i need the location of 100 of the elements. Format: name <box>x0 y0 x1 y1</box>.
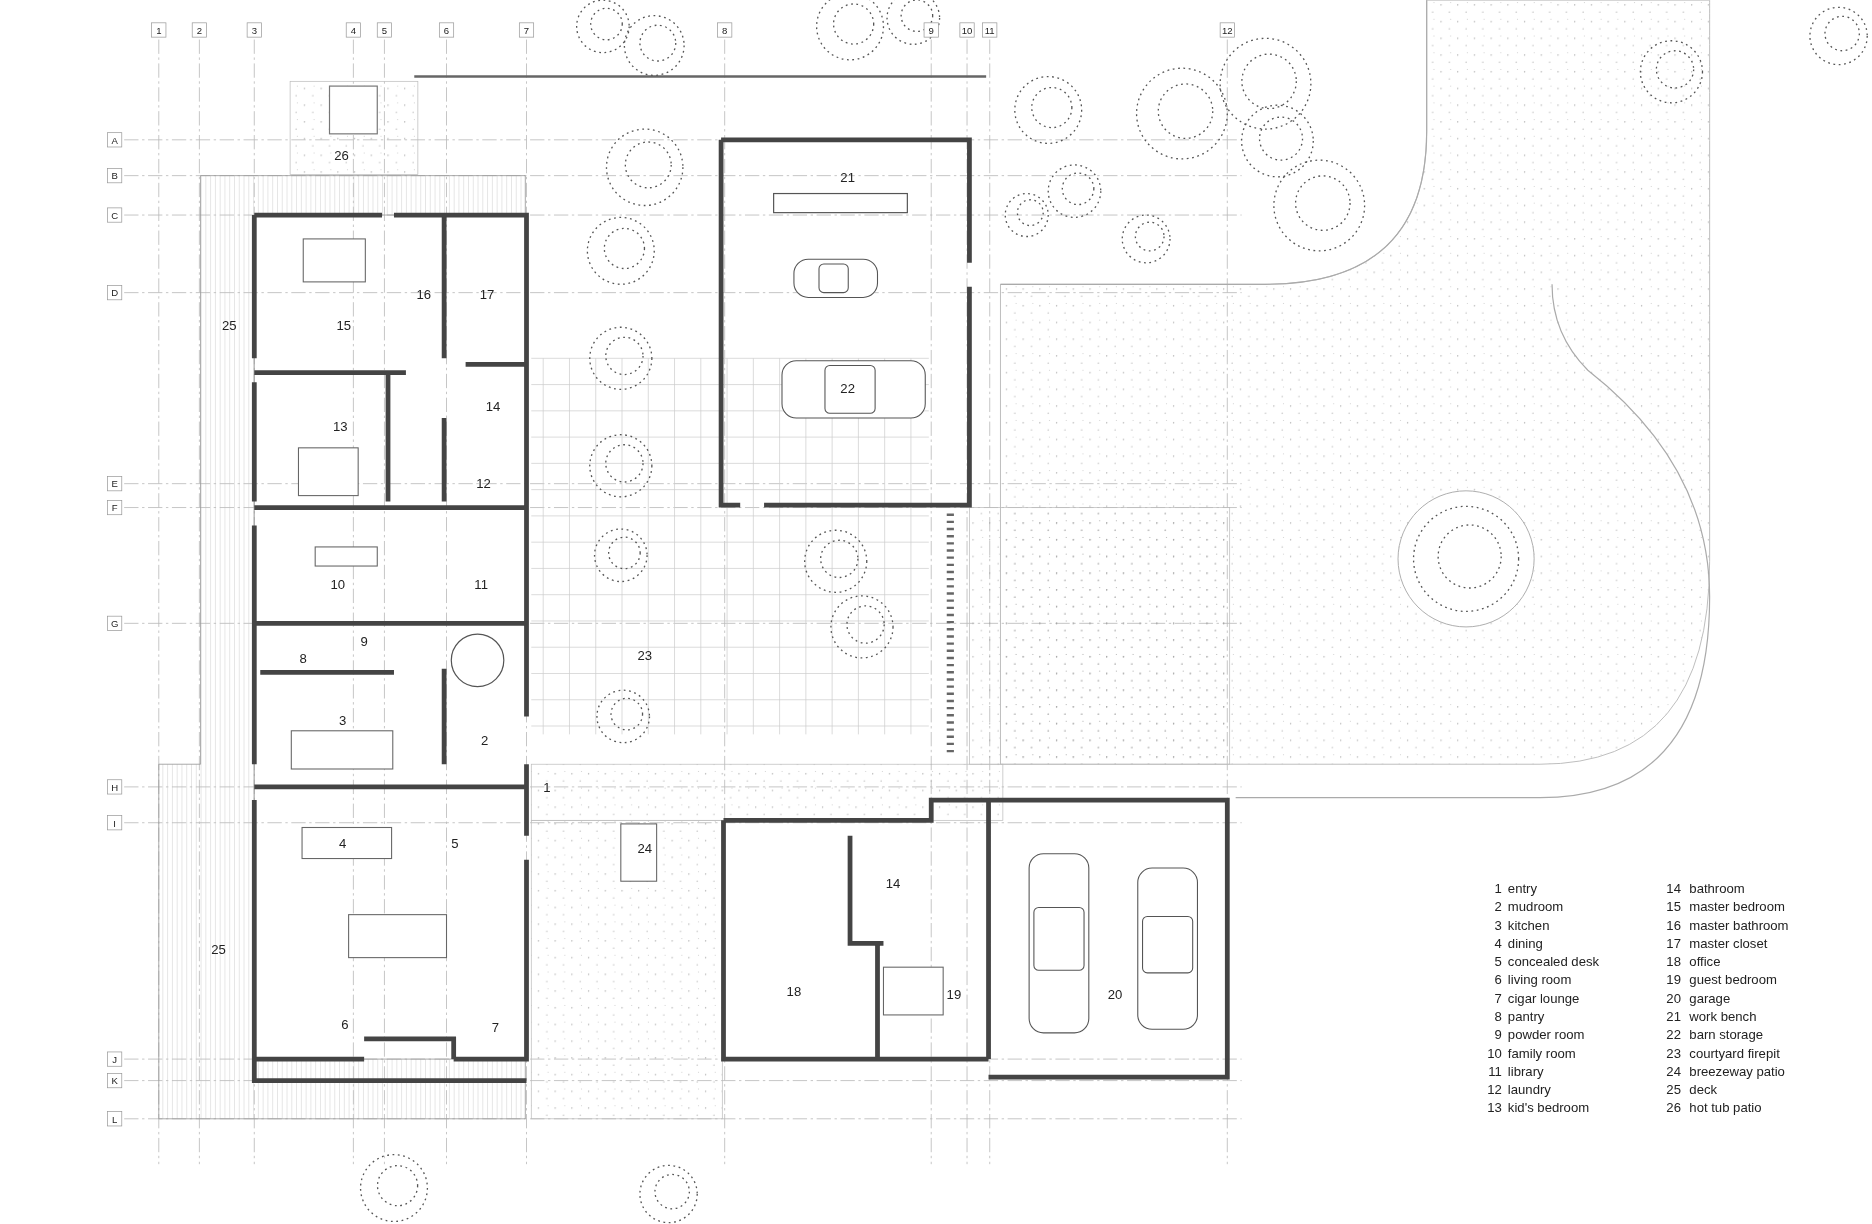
key-label: garage <box>1689 990 1731 1006</box>
key-label: master bathroom <box>1689 917 1789 933</box>
key-label: powder room <box>1507 1027 1585 1043</box>
room-number: 9 <box>360 634 368 650</box>
key-number: 13 <box>1487 1100 1502 1116</box>
key-number: 20 <box>1666 990 1681 1006</box>
key-number: 6 <box>1494 972 1502 988</box>
key-label: cigar lounge <box>1507 990 1580 1006</box>
key-number: 24 <box>1666 1063 1681 1079</box>
grid-label: E <box>107 476 123 492</box>
key-number: 26 <box>1666 1100 1681 1116</box>
key-label: entry <box>1507 881 1538 897</box>
grid-label: C <box>107 207 123 223</box>
key-number: 9 <box>1494 1027 1502 1043</box>
key-label: master bedroom <box>1689 899 1785 915</box>
key-number: 11 <box>1488 1063 1502 1079</box>
key-label: dining <box>1507 935 1543 951</box>
grid-label: 3 <box>246 22 262 38</box>
room-number: 26 <box>334 148 349 164</box>
key-number: 3 <box>1494 917 1502 933</box>
key-number: 16 <box>1666 917 1681 933</box>
grid-label: K <box>107 1073 123 1089</box>
key-label: courtyard firepit <box>1689 1045 1780 1061</box>
key-number: 4 <box>1494 935 1502 951</box>
room-number: 17 <box>479 286 495 302</box>
key-label: master closet <box>1689 935 1768 951</box>
key-label: laundry <box>1507 1082 1551 1098</box>
room-number: 22 <box>840 380 855 396</box>
key-label: mudroom <box>1507 899 1564 915</box>
key-label: living room <box>1507 972 1572 988</box>
room-number: 10 <box>330 576 346 592</box>
key-number: 19 <box>1666 972 1681 988</box>
room-number: 6 <box>341 1017 349 1033</box>
room-number: 24 <box>637 840 652 856</box>
key-label: barn storage <box>1689 1027 1764 1043</box>
key-label: guest bedroom <box>1689 972 1777 988</box>
room-number: 12 <box>476 476 491 492</box>
key-number: 14 <box>1666 881 1681 897</box>
grid-label: L <box>107 1111 123 1127</box>
grid-label: A <box>107 132 123 148</box>
key-label: library <box>1507 1063 1544 1079</box>
key-label: work bench <box>1689 1009 1757 1024</box>
key-label: kitchen <box>1507 917 1550 933</box>
grid-label: F <box>107 500 123 516</box>
key-label: kid's bedroom <box>1507 1100 1590 1116</box>
grid-label: 8 <box>717 22 733 38</box>
grid-label: J <box>107 1051 123 1067</box>
key-label: pantry <box>1507 1009 1545 1024</box>
key-number: 17 <box>1666 935 1681 951</box>
room-number: 4 <box>339 835 347 851</box>
key-number: 21 <box>1666 1009 1681 1024</box>
room-number: 15 <box>336 317 352 333</box>
grid-label: 1 <box>151 22 167 38</box>
room-number: 14 <box>485 398 501 414</box>
room-number: 3 <box>339 712 347 728</box>
grid-label: I <box>107 815 123 831</box>
room-number: 8 <box>299 650 307 666</box>
key-label: deck <box>1689 1082 1718 1098</box>
grid-label: 6 <box>439 22 455 38</box>
key-number: 22 <box>1666 1027 1681 1043</box>
key-number: 18 <box>1666 954 1681 970</box>
key-number: 25 <box>1666 1082 1681 1098</box>
room-number: 11 <box>474 576 488 592</box>
grid-label: 11 <box>982 22 998 38</box>
room-number: 14 <box>885 876 901 892</box>
grid-label: B <box>107 168 123 184</box>
grid-label: G <box>107 615 123 631</box>
key-label: concealed desk <box>1507 954 1600 970</box>
key-label: breezeway patio <box>1689 1063 1785 1079</box>
grid-label: 5 <box>376 22 392 38</box>
room-number: 21 <box>840 169 855 185</box>
room-number: 20 <box>1107 987 1123 1003</box>
room-number: 25 <box>211 942 226 958</box>
grid-label: 9 <box>923 22 939 38</box>
room-number: 5 <box>451 835 459 851</box>
room-number: 23 <box>637 648 652 664</box>
key-number: 15 <box>1666 899 1681 915</box>
key-number: 1 <box>1494 881 1502 897</box>
room-number: 18 <box>786 983 802 999</box>
room-number: 19 <box>946 987 962 1003</box>
room-number: 2 <box>481 733 489 749</box>
room-number: 13 <box>332 419 348 435</box>
room-number: 16 <box>416 286 432 302</box>
key-label: hot tub patio <box>1689 1100 1762 1116</box>
key-label: family room <box>1507 1045 1576 1061</box>
key-label: office <box>1689 954 1721 970</box>
grid-label: 7 <box>519 22 534 38</box>
key-number: 5 <box>1494 954 1502 970</box>
key-number: 8 <box>1494 1009 1502 1024</box>
grid-label: 12 <box>1219 22 1235 38</box>
grid-label: 2 <box>191 22 207 38</box>
grid-label: H <box>107 779 123 795</box>
grid-label: 10 <box>959 22 975 38</box>
room-number: 1 <box>543 779 551 795</box>
key-label: bathroom <box>1689 881 1745 897</box>
key-number: 23 <box>1666 1045 1681 1061</box>
room-number: 7 <box>491 1019 500 1035</box>
grid-label: D <box>107 285 123 301</box>
grid-label: 4 <box>345 22 361 38</box>
room-number: 25 <box>221 317 237 333</box>
